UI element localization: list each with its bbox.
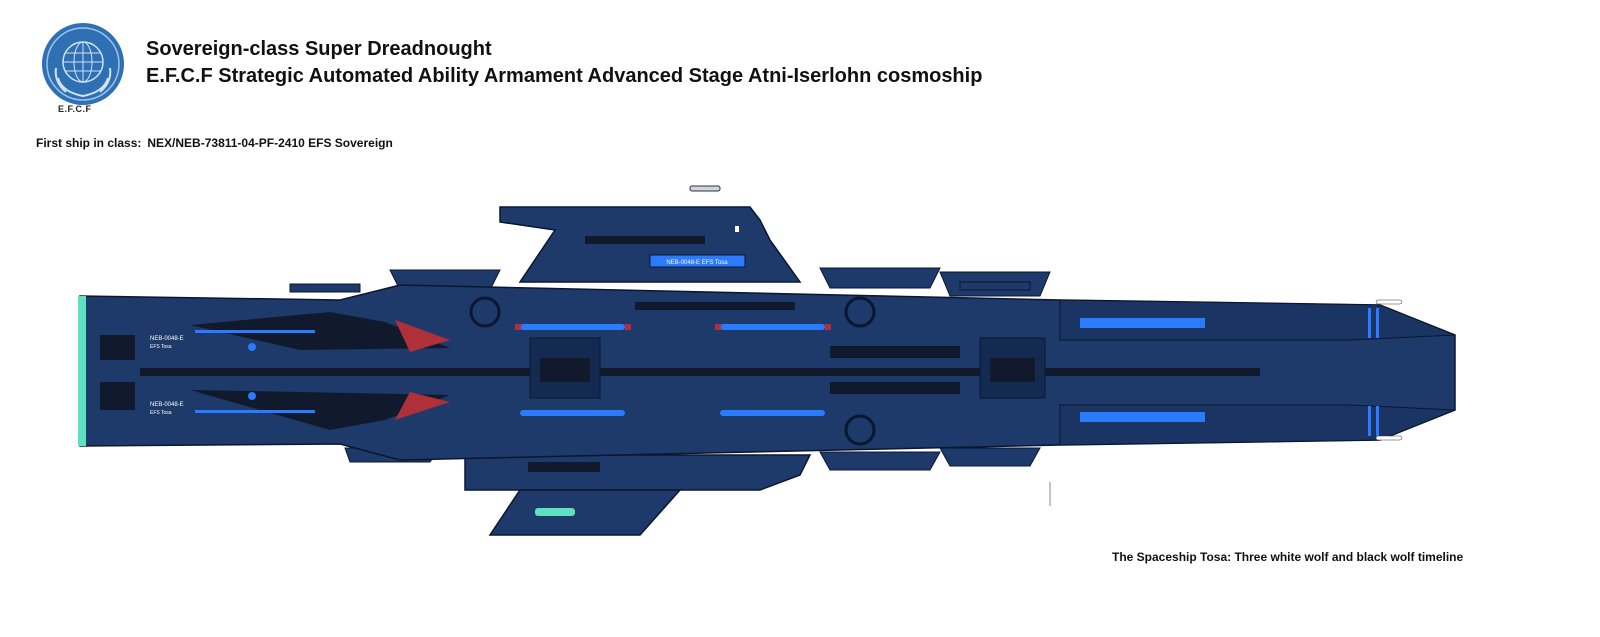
logo-caption: E.F.C.F — [58, 104, 92, 114]
first-ship-line: First ship in class: NEX/NEB-73811-04-PF-… — [36, 136, 399, 150]
ventral-fin — [464, 454, 812, 536]
page-subtitle: E.F.C.F Strategic Automated Ability Arma… — [146, 65, 983, 87]
first-ship-label: First ship in class: — [36, 136, 142, 150]
upper-turrets — [289, 267, 1051, 297]
hull-marking-bottom: NEB-0048-E — [150, 402, 184, 408]
hull-marking-top: NEB-0048-E — [150, 336, 184, 342]
first-ship-value: NEX/NEB-73811-04-PF-2410 EFS Sovereign — [147, 136, 393, 150]
hull-marking-bottom-sub: EFS Tosa — [150, 410, 172, 416]
bridge-tower: NEB-0048-E EFS Tosa — [499, 185, 802, 283]
ship-nameplate: NEB-0048-E EFS Tosa — [666, 260, 728, 266]
page-title: Sovereign-class Super Dreadnought — [146, 38, 492, 60]
credit-caption: The Spaceship Tosa: Three white wolf and… — [1112, 550, 1464, 564]
efcf-emblem-logo — [42, 23, 124, 105]
hull-marking-top-sub: EFS Tosa — [150, 344, 172, 350]
main-hull: NEB-0048-E EFS Tosa NEB-0048-E EFS Tosa — [78, 284, 1456, 461]
